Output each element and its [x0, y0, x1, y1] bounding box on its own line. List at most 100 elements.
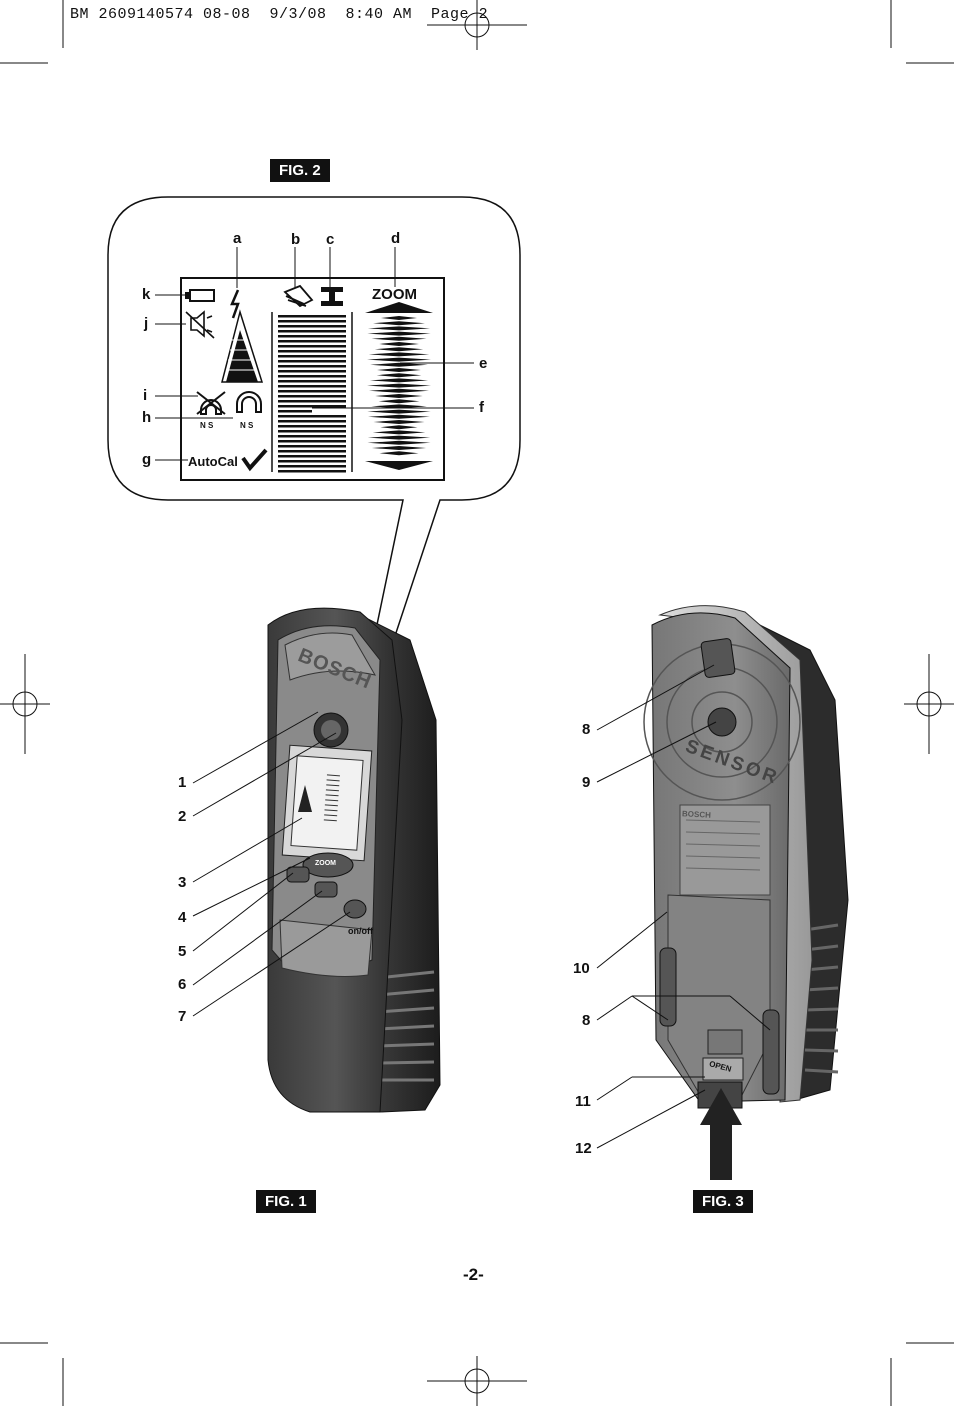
bar-segment [278, 390, 346, 393]
bar-segment [278, 440, 346, 443]
bar-segment [278, 325, 346, 328]
checkmark-icon [241, 448, 268, 472]
metal-button[interactable] [314, 881, 338, 898]
zoom-segment [381, 316, 417, 320]
bar-segment [278, 445, 346, 448]
power-button[interactable] [343, 899, 367, 919]
zoom-segment [369, 388, 429, 393]
callout-j: j [144, 315, 149, 332]
bar-segment [278, 330, 346, 333]
bar-segment [278, 435, 346, 438]
zoom-segment [378, 399, 420, 404]
bar-segment [278, 415, 346, 418]
bar-segment [278, 335, 346, 338]
ns-left: N S [200, 421, 214, 430]
zoom-button-label: ZOOM [315, 860, 336, 867]
callout-g: g [142, 451, 152, 468]
metal-icon [321, 287, 343, 306]
bar-segment [278, 365, 346, 368]
magnet-icon [236, 391, 262, 413]
zoom-segment [371, 336, 427, 341]
bar-segment [278, 375, 346, 378]
zoom-segment [367, 440, 431, 445]
zoom-button[interactable] [302, 852, 354, 878]
zoom-segment [379, 342, 419, 346]
zoom-segment [369, 378, 429, 383]
callout-12: 12 [575, 1140, 592, 1157]
zoom-indicator: ZOOM [372, 286, 417, 303]
zoom-segment [380, 425, 418, 430]
bar-segment [278, 430, 346, 433]
fig3-label: FIG. 3 [693, 1190, 753, 1213]
zoom-segment [370, 362, 428, 367]
page-number: -2- [463, 1265, 484, 1284]
bar-segment [278, 465, 346, 468]
brand-plate: BOSCH [681, 809, 712, 820]
zoom-segment [367, 326, 431, 331]
callout-k: k [142, 286, 151, 303]
callout-h: h [142, 409, 152, 426]
bar-segment [278, 410, 312, 413]
fig1-label: FIG. 1 [256, 1190, 316, 1213]
bar-segment [278, 450, 346, 453]
signal-strength-triangle [221, 309, 264, 383]
zoom-segment [374, 347, 424, 352]
bar-segment [278, 400, 346, 403]
ns-right: N S [240, 421, 254, 430]
bar-segment [278, 385, 346, 388]
bar-segment [278, 370, 346, 373]
bar-segment [278, 395, 346, 398]
callout-i: i [143, 387, 148, 404]
bar-segment [278, 460, 346, 463]
callout-8-bottom: 8 [582, 1012, 591, 1029]
wood-button[interactable] [286, 866, 310, 883]
print-header: BM 2609140574 08-08 9/3/08 8:40 AM Page … [70, 6, 489, 23]
mute-icon [185, 310, 215, 339]
callout-4: 4 [178, 909, 187, 926]
bar-segment [278, 360, 346, 363]
callout-8-top: 8 [582, 721, 591, 738]
zoom-segment [367, 331, 431, 336]
callout-2: 2 [178, 808, 187, 825]
callout-a: a [233, 230, 242, 247]
zoom-segment [368, 414, 430, 419]
zoom-segment [372, 430, 426, 435]
zoom-down-arrow [365, 461, 433, 470]
callout-7: 7 [178, 1008, 187, 1025]
zoom-segment [376, 373, 422, 378]
bar-segment [278, 355, 346, 358]
zoom-segment [367, 435, 431, 440]
bar-segment [278, 380, 346, 383]
zoom-segment [371, 446, 427, 450]
callout-e: e [479, 355, 488, 372]
fig2-label: FIG. 2 [270, 159, 330, 182]
callout-3: 3 [178, 874, 187, 891]
zoom-segment [367, 409, 431, 414]
callout-6: 6 [178, 976, 187, 993]
bar-segment [278, 425, 346, 428]
zoom-segment [373, 321, 425, 326]
bar-segment [278, 455, 346, 458]
zoom-segment [371, 404, 427, 409]
callout-d: d [391, 230, 401, 247]
zoom-bar-graph [367, 316, 431, 456]
autocal-indicator: AutoCal [188, 454, 238, 469]
zoom-segment [377, 368, 421, 372]
onoff-label: on/off [348, 926, 373, 936]
zoom-segment [379, 451, 419, 456]
fine-bar-graph [278, 315, 346, 473]
live-wire-icon [230, 289, 240, 319]
zoom-segment [368, 352, 430, 357]
bar-segment [278, 420, 346, 423]
zoom-segment [373, 420, 425, 424]
zoom-segment [375, 394, 423, 398]
bar-segment [278, 320, 346, 323]
bar-segment [278, 340, 346, 343]
lcd-frame [180, 277, 445, 481]
callout-f: f [479, 399, 484, 416]
magnet-crossed-icon [196, 391, 226, 415]
bar-segment [278, 315, 346, 318]
